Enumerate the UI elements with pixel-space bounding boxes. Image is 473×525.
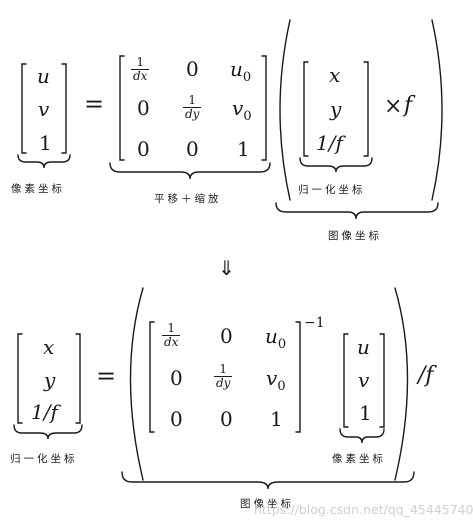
eq1-frac-1-dy-num: 1 xyxy=(188,93,197,107)
eq2-right-paren xyxy=(394,287,409,481)
eq2-frac-1-dy-num: 1 xyxy=(219,362,228,376)
eq1-factor-f: f xyxy=(404,93,413,118)
eq2-m31: 0 xyxy=(170,407,183,431)
eq1-lhs-u: u xyxy=(37,64,50,88)
eq2-lhs-right-bracket xyxy=(75,333,81,424)
eq2-outer-caption: 图像坐标 xyxy=(240,498,294,510)
eq2-matrix-left-bracket xyxy=(149,321,155,433)
eq1-left-paren xyxy=(279,19,291,201)
eq2-lhs-brace xyxy=(13,424,83,440)
eq1-matrix-left-bracket xyxy=(119,55,125,161)
eq2-vec-u: u xyxy=(357,335,370,359)
eq1-vector-caption: 归一化坐标 xyxy=(298,184,366,196)
eq1-lhs-left-bracket xyxy=(21,63,27,154)
eq1-matrix-right-bracket xyxy=(261,55,267,161)
eq2-lhs-caption: 归一化坐标 xyxy=(10,453,78,465)
eq2-m12: 0 xyxy=(220,324,233,348)
eq2-m32: 0 xyxy=(220,407,233,431)
eq2-divide-f: /f xyxy=(418,363,434,388)
eq1-lhs-caption: 像素坐标 xyxy=(11,183,65,195)
eq2-frac-1-dx-num: 1 xyxy=(167,321,176,335)
eq2-outer-brace xyxy=(121,471,415,490)
eq1-frac-1-dy-den: dy xyxy=(183,107,202,121)
eq2-vector-caption: 像素坐标 xyxy=(332,453,386,465)
eq1-equals: = xyxy=(84,90,105,118)
eq1-vector-left-bracket xyxy=(303,61,309,157)
eq1-m21: 0 xyxy=(137,96,150,120)
eq2-m13-base: u xyxy=(265,324,278,348)
eq2-frac-1-dy-den: dy xyxy=(214,376,233,390)
eq1-frac-1-dx-num: 1 xyxy=(136,55,145,69)
eq1-vector-right-bracket xyxy=(363,61,369,157)
eq1-lhs-right-bracket xyxy=(61,63,67,154)
eq1-times: × xyxy=(384,94,403,119)
eq1-m23-sub: 0 xyxy=(243,109,252,124)
eq1-lhs-one: 1 xyxy=(39,131,52,155)
eq1-m32: 0 xyxy=(186,137,199,161)
eq2-m13-sub: 0 xyxy=(277,337,287,352)
eq1-vector-brace xyxy=(299,157,373,173)
eq2-lhs-left-bracket xyxy=(17,333,23,424)
eq1-m13-sub: 0 xyxy=(242,70,252,85)
eq1-matrix-caption: 平移＋缩放 xyxy=(154,193,222,205)
eq2-m23-base: v xyxy=(266,366,278,390)
eq1-frac-1-dx-den: dx xyxy=(131,69,150,83)
eq1-frac-1-dy: 1 dy xyxy=(183,93,202,121)
eq1-outer-caption: 图像坐标 xyxy=(328,230,382,242)
eq1-m13: u0 xyxy=(230,59,251,88)
eq1-matrix-brace xyxy=(109,162,271,180)
eq1-m23-base: v xyxy=(232,96,244,120)
eq1-vec-y: y xyxy=(330,97,342,121)
eq1-m31: 0 xyxy=(137,137,150,161)
eq2-m23-sub: 0 xyxy=(277,379,286,394)
eq2-lhs-x: x xyxy=(43,335,55,359)
eq2-vector-left-bracket xyxy=(343,333,349,428)
eq1-lhs-brace xyxy=(17,154,71,169)
eq2-m33: 1 xyxy=(270,407,283,431)
eq1-right-paren xyxy=(431,19,443,201)
eq1-vec-1-over-f: 1/f xyxy=(316,131,343,155)
eq2-vec-one: 1 xyxy=(359,401,372,425)
down-double-arrow-icon: ⇓ xyxy=(218,256,235,280)
eq2-left-paren xyxy=(129,287,144,481)
eq2-matrix-right-bracket xyxy=(295,321,301,433)
eq1-vec-x: x xyxy=(329,63,341,87)
watermark-url: https://blog.csdn.net/qq_45445740 xyxy=(254,502,473,517)
eq2-frac-1-dx-den: dx xyxy=(162,335,181,349)
eq1-m33: 1 xyxy=(237,137,250,161)
eq2-m13: u0 xyxy=(265,326,286,355)
eq2-vector-right-bracket xyxy=(379,333,385,428)
eq2-frac-1-dy: 1 dy xyxy=(214,362,233,390)
eq2-lhs-y: y xyxy=(44,368,56,392)
eq2-inverse-exponent: −1 xyxy=(304,315,325,331)
eq1-m23: v0 xyxy=(232,98,252,127)
brackets-and-braces xyxy=(13,19,443,490)
eq2-equals: = xyxy=(96,362,117,390)
eq1-m13-base: u xyxy=(230,57,243,81)
eq1-lhs-v: v xyxy=(38,97,50,121)
eq2-m23: v0 xyxy=(266,368,286,397)
eq1-m12: 0 xyxy=(186,57,199,81)
eq2-frac-1-dx: 1 dx xyxy=(162,321,181,349)
eq2-m21: 0 xyxy=(170,366,183,390)
eq1-outer-brace xyxy=(275,202,439,220)
eq2-lhs-1-over-f: 1/f xyxy=(31,400,58,424)
formula-figure: u v 1 像素坐标 = 1 dx 0 u0 0 1 dy v0 0 0 1 平… xyxy=(10,19,473,517)
eq2-vec-v: v xyxy=(358,368,370,392)
eq2-vector-brace xyxy=(339,428,385,444)
eq1-frac-1-dx: 1 dx xyxy=(131,55,150,83)
